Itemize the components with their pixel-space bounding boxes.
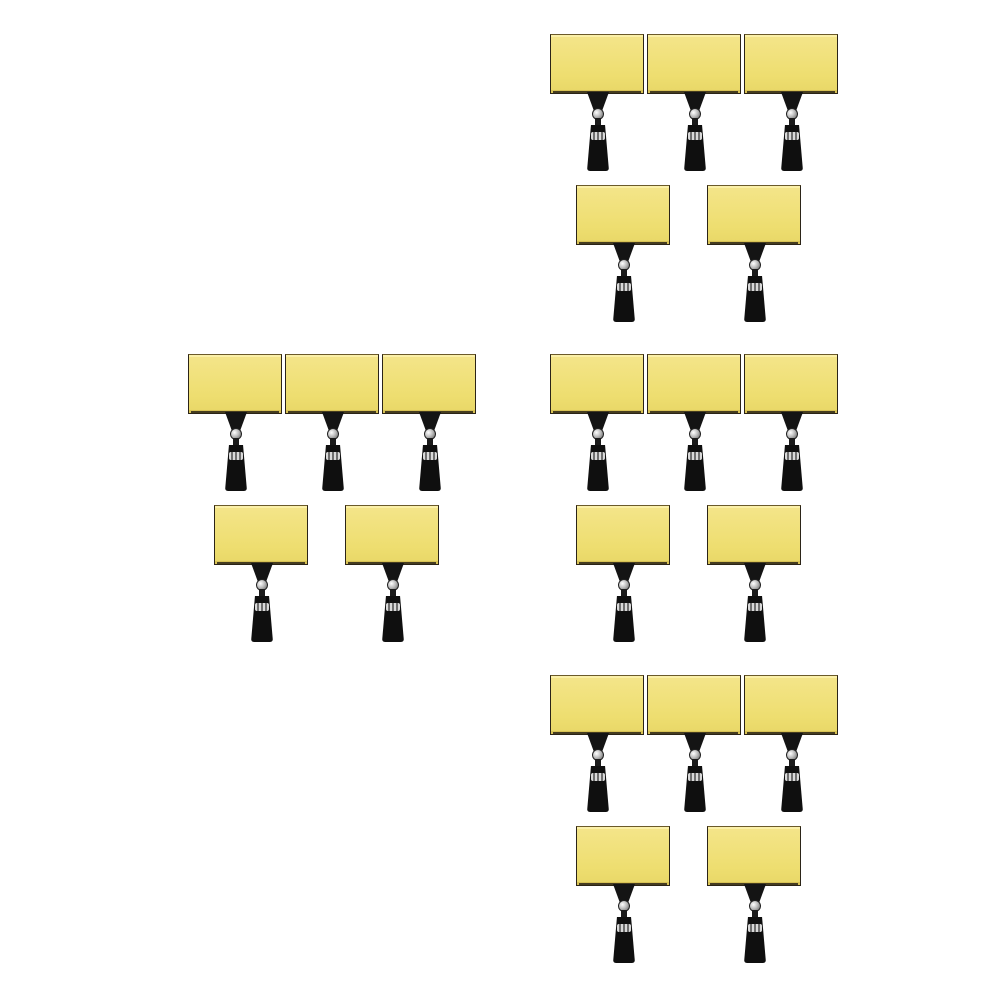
- sign-holder: [550, 354, 646, 492]
- clip-icon: [221, 412, 251, 492]
- sign-holder: [647, 675, 743, 813]
- sign-card: [550, 675, 644, 735]
- sign-card: [382, 354, 476, 414]
- sign-holder: [576, 505, 672, 643]
- sign-holder: [214, 505, 310, 643]
- sign-card: [707, 505, 801, 565]
- sign-holder: [345, 505, 441, 643]
- sign-card: [188, 354, 282, 414]
- clip-icon: [318, 412, 348, 492]
- clip-icon: [609, 243, 639, 323]
- clip-icon: [740, 884, 770, 964]
- clip-icon: [583, 412, 613, 492]
- sign-holder: [285, 354, 381, 492]
- clip-icon: [378, 563, 408, 643]
- clip-icon: [680, 92, 710, 172]
- sign-holder: [382, 354, 478, 492]
- sign-holder: [744, 34, 840, 172]
- clip-icon: [777, 412, 807, 492]
- sign-card: [576, 185, 670, 245]
- clip-icon: [777, 92, 807, 172]
- clip-icon: [247, 563, 277, 643]
- sign-holder: [707, 505, 803, 643]
- sign-card: [345, 505, 439, 565]
- sign-holder: [744, 354, 840, 492]
- sign-holder: [576, 826, 672, 964]
- clip-icon: [583, 92, 613, 172]
- sign-holder: [647, 354, 743, 492]
- clip-icon: [609, 563, 639, 643]
- clip-icon: [415, 412, 445, 492]
- clip-icon: [740, 563, 770, 643]
- sign-holder: [707, 185, 803, 323]
- sign-card: [707, 185, 801, 245]
- clip-icon: [777, 733, 807, 813]
- sign-card: [576, 505, 670, 565]
- sign-holder: [576, 185, 672, 323]
- clip-icon: [680, 733, 710, 813]
- sign-holder: [550, 34, 646, 172]
- sign-card: [647, 354, 741, 414]
- sign-card: [744, 675, 838, 735]
- sign-card: [550, 354, 644, 414]
- sign-card: [647, 34, 741, 94]
- sign-holder: [550, 675, 646, 813]
- clip-icon: [609, 884, 639, 964]
- clip-icon: [583, 733, 613, 813]
- sign-card: [214, 505, 308, 565]
- sign-card: [576, 826, 670, 886]
- sign-holder: [188, 354, 284, 492]
- sign-card: [744, 34, 838, 94]
- clip-icon: [680, 412, 710, 492]
- sign-card: [285, 354, 379, 414]
- sign-holder: [647, 34, 743, 172]
- sign-card: [550, 34, 644, 94]
- clip-icon: [740, 243, 770, 323]
- sign-card: [647, 675, 741, 735]
- sign-holder: [707, 826, 803, 964]
- sign-holder: [744, 675, 840, 813]
- sign-card: [744, 354, 838, 414]
- sign-card: [707, 826, 801, 886]
